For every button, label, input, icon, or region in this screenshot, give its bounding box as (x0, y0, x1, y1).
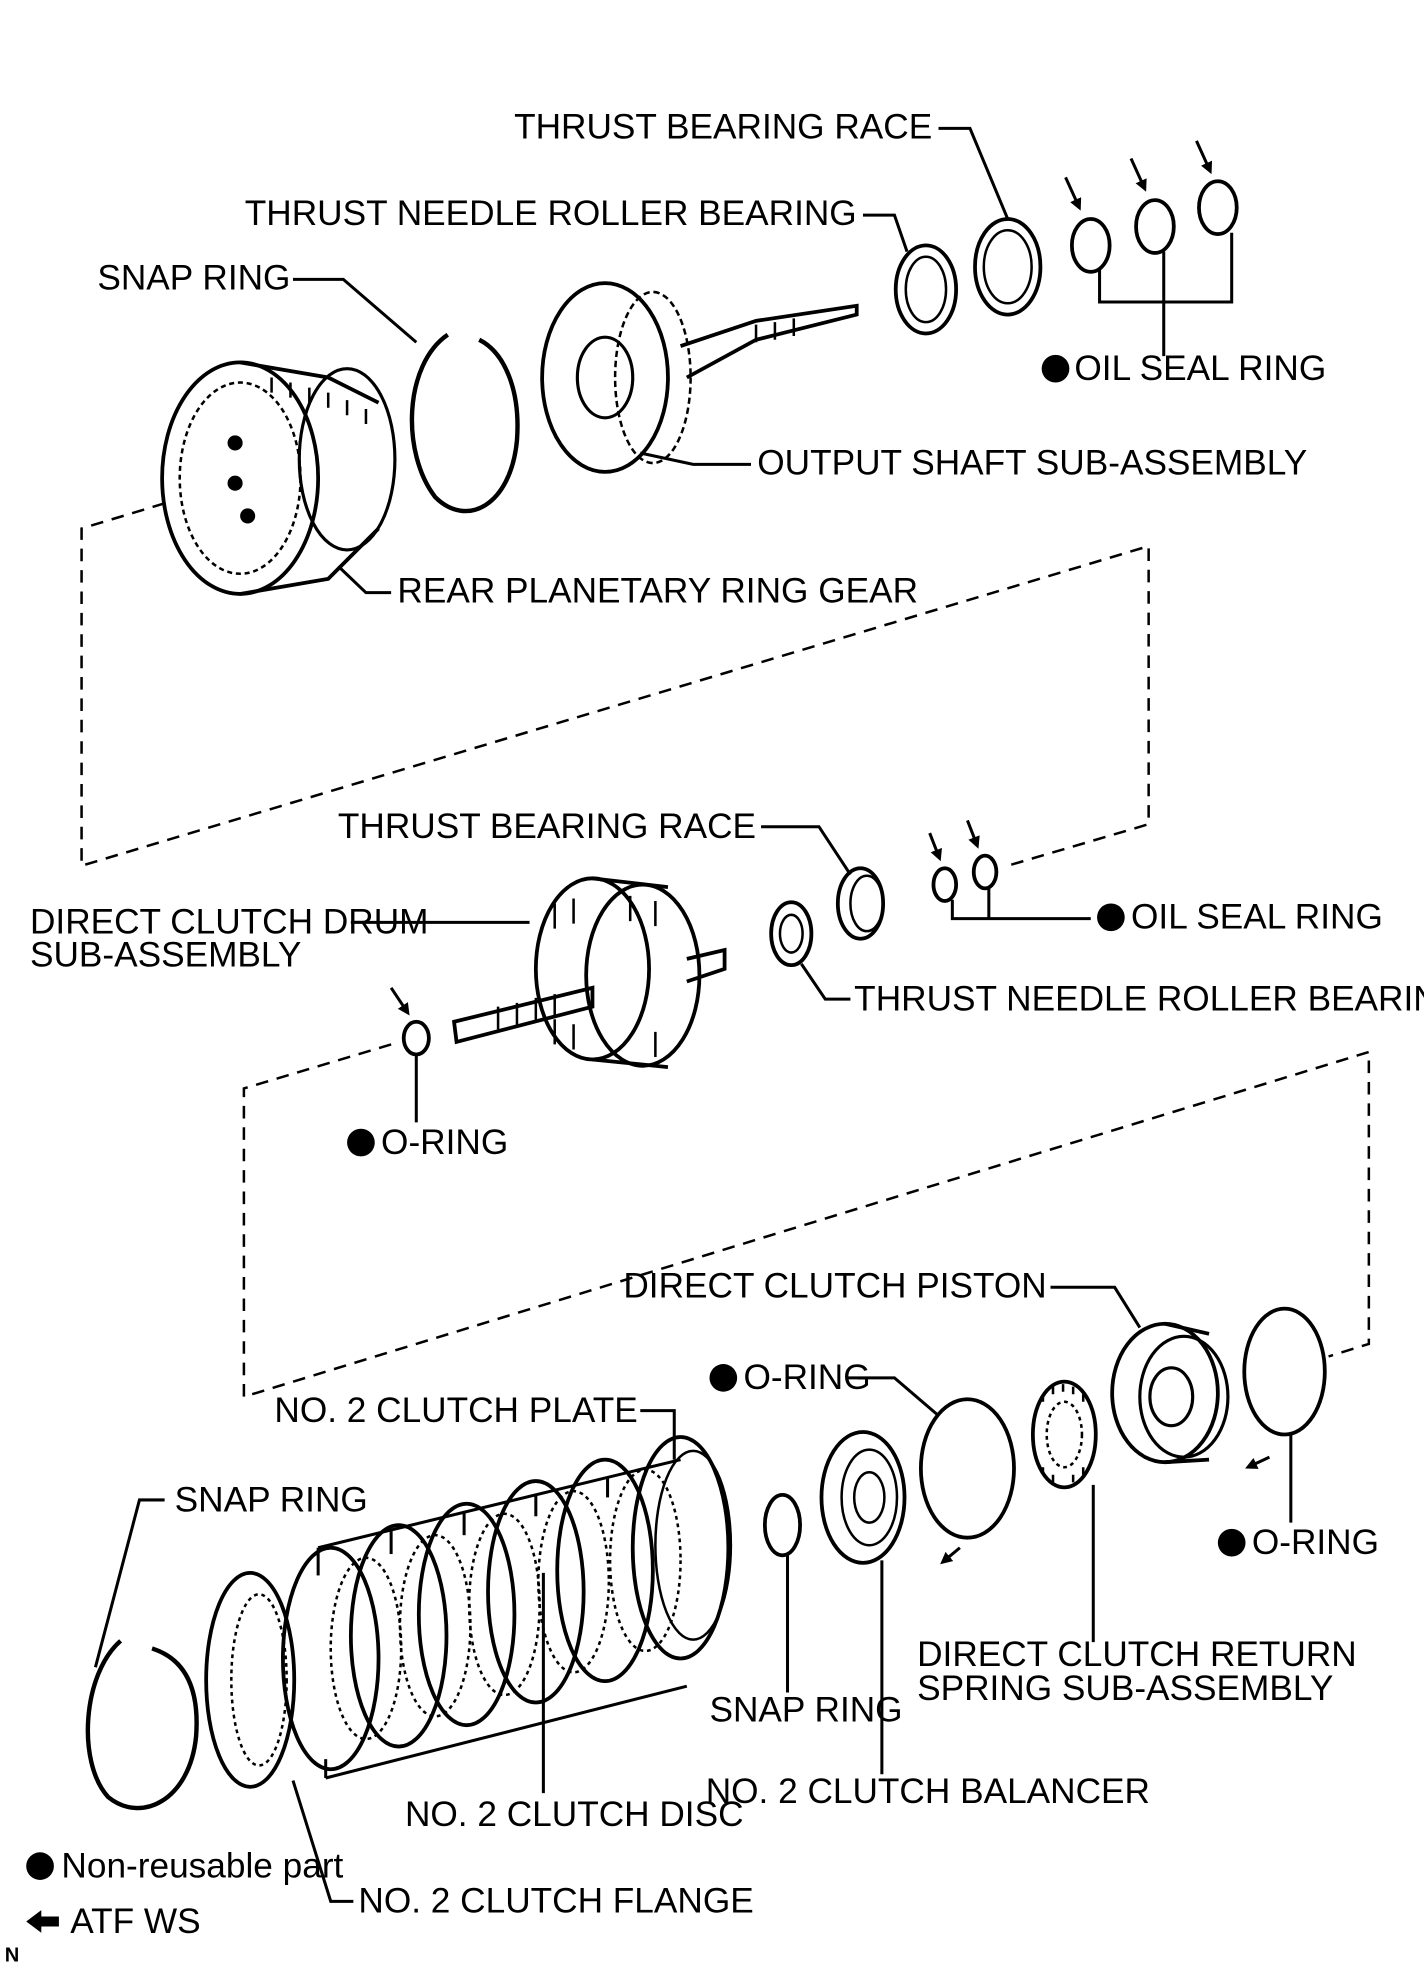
oil-seal-rings-top (1069, 179, 1239, 274)
label-no2-clutch-plate: NO. 2 CLUTCH PLATE (274, 1391, 637, 1430)
non-reusable-dot-icon (26, 1852, 54, 1880)
legend-non-reusable: Non-reusable part (61, 1846, 343, 1885)
label-snap-ring-top: SNAP RING (97, 258, 290, 297)
non-reusable-dot-icon (1041, 354, 1070, 383)
direct-clutch-piston (1110, 1321, 1230, 1465)
direct-clutch-drum (451, 876, 727, 1069)
atf-arrows-top (1064, 140, 1213, 211)
return-spring (1030, 1379, 1098, 1490)
label-direct-clutch-drum-line2: SUB-ASSEMBLY (30, 935, 301, 974)
label-no2-clutch-balancer: NO. 2 CLUTCH BALANCER (706, 1772, 1150, 1811)
non-reusable-dot-icon (709, 1364, 738, 1392)
label-thrust-bearing-race-mid: THRUST BEARING RACE (338, 807, 756, 846)
label-return-spring-line2: SPRING SUB-ASSEMBLY (917, 1669, 1333, 1708)
oil-seal-rings-mid (931, 853, 999, 903)
label-return-spring-line1: DIRECT CLUTCH RETURN (917, 1635, 1357, 1674)
label-oil-seal-ring-top: OIL SEAL RING (1074, 349, 1326, 388)
atf-arrow-icon (26, 1910, 59, 1933)
label-thrust-needle-roller-bearing-mid: THRUST NEEDLE ROLLER BEARING (854, 979, 1424, 1018)
snap-ring-small (762, 1493, 802, 1558)
label-rear-planetary-ring-gear: REAR PLANETARY RING GEAR (397, 572, 918, 611)
no2-clutch-balancer (819, 1430, 907, 1565)
label-no2-clutch-flange: NO. 2 CLUTCH FLANGE (358, 1882, 753, 1921)
snap-ring-bottom (85, 1639, 199, 1811)
label-o-ring-balancer: O-RING (743, 1358, 870, 1397)
label-thrust-bearing-race-top: THRUST BEARING RACE (514, 107, 932, 146)
o-ring-piston (1242, 1306, 1327, 1437)
label-thrust-needle-roller-bearing-top: THRUST NEEDLE ROLLER BEARING (245, 194, 857, 233)
o-ring-drum (401, 1019, 431, 1057)
label-o-ring-piston: O-RING (1252, 1523, 1379, 1562)
atf-arrows-bottom (940, 1455, 1271, 1565)
thrust-needle-roller-bearing-top (893, 243, 959, 336)
label-direct-clutch-piston: DIRECT CLUTCH PISTON (623, 1266, 1046, 1305)
label-output-shaft: OUTPUT SHAFT SUB-ASSEMBLY (757, 443, 1307, 482)
label-o-ring-drum: O-RING (381, 1123, 508, 1162)
non-reusable-dot-icon (1217, 1528, 1246, 1557)
leader-lines-top (292, 126, 1234, 595)
leader-lines-mid (350, 825, 1091, 1123)
label-no2-clutch-disc: NO. 2 CLUTCH DISC (405, 1795, 744, 1834)
label-direct-clutch-drum-line1: DIRECT CLUTCH DRUM (30, 903, 429, 942)
label-oil-seal-ring-mid: OIL SEAL RING (1131, 898, 1383, 937)
atf-arrows-mid (389, 819, 980, 1016)
alignment-guide-2 (242, 1043, 1371, 1399)
clutch-pack (204, 1435, 733, 1789)
thrust-needle-roller-bearing-mid (769, 900, 814, 968)
o-ring-balancer (918, 1397, 1016, 1540)
corner-mark: N (5, 1945, 20, 1963)
leader-lines-bottom (93, 1285, 1293, 1903)
rear-planetary-ring-gear (160, 360, 397, 596)
label-snap-ring-bottom: SNAP RING (175, 1480, 368, 1519)
non-reusable-dot-icon (347, 1128, 375, 1157)
legend-atf: ATF WS (70, 1902, 200, 1941)
non-reusable-dot-icon (1097, 903, 1125, 932)
thrust-bearing-race-top (973, 217, 1043, 317)
snap-ring-top (409, 332, 520, 514)
alignment-guide-1 (80, 502, 1150, 868)
label-snap-ring-small: SNAP RING (709, 1690, 902, 1729)
output-shaft (540, 281, 859, 474)
thrust-bearing-race-mid (835, 866, 886, 941)
